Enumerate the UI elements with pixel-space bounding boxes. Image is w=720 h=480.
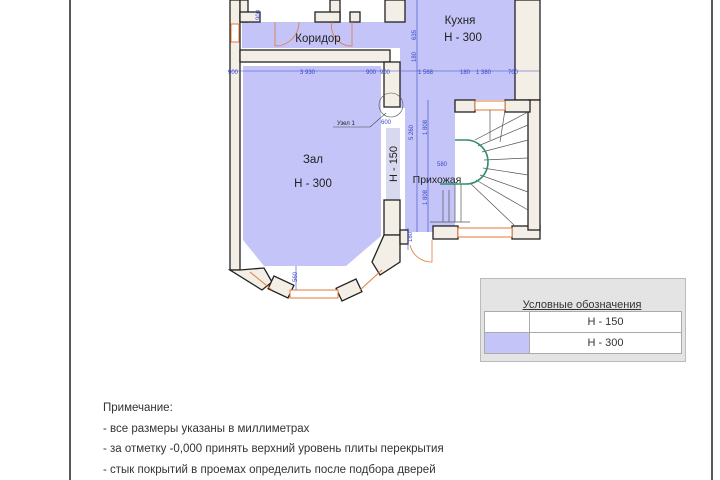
dim-label: 600	[381, 120, 392, 126]
room-name-corridor: Коридор	[295, 33, 340, 45]
kitchen-entrance-floor	[405, 0, 515, 232]
notes-title: Примечание:	[103, 402, 173, 414]
legend-title: Условные обозначения	[522, 299, 642, 311]
window	[474, 100, 506, 111]
note-item: - все размеры указаны в миллиметрах	[103, 422, 310, 435]
niche-height: H - 150	[388, 146, 400, 182]
dim-label: 180	[460, 70, 471, 76]
stair-handrail	[440, 139, 489, 185]
corridor-floor	[242, 22, 407, 48]
room-name-kitchen: Кухня	[445, 15, 476, 27]
dim-label: 635	[412, 29, 418, 40]
dim-label: 900	[256, 9, 262, 20]
note-item: - стык покрытий в проемах определить пос…	[103, 463, 436, 476]
door-swings	[274, 21, 433, 263]
dim-label: 180	[408, 231, 414, 242]
dimension-lines	[228, 0, 540, 290]
dimension-labels: 900 3 930 900 900 1 568 180 1 380 700 90…	[228, 9, 519, 282]
legend-label: H - 150	[529, 311, 682, 333]
dim-label: 900	[366, 70, 377, 76]
legend-label: H - 300	[529, 332, 682, 354]
window	[457, 227, 513, 238]
windows	[230, 23, 513, 299]
dim-label: 580	[437, 162, 448, 168]
window	[289, 289, 339, 299]
window	[230, 23, 240, 43]
dim-label: 1 808	[423, 119, 429, 135]
room-name-entrance: Прихожая	[413, 174, 462, 186]
dim-label: 900	[228, 70, 239, 76]
niche-floor	[386, 128, 400, 200]
staircase	[430, 109, 529, 227]
legend: Условные обозначения H - 150 H - 300	[480, 278, 686, 362]
walls	[227, 0, 541, 302]
note-item: - за отметку -0,000 принять верхний уров…	[103, 443, 444, 455]
dim-label: 180	[412, 51, 418, 62]
node-label: Узел 1	[337, 121, 355, 127]
dim-label: 3 930	[300, 70, 316, 76]
legend-row: H - 300	[484, 332, 682, 354]
dim-label: 1 808	[423, 189, 429, 205]
legend-swatch-h150	[484, 311, 530, 333]
dim-label: 5 260	[409, 124, 415, 140]
node-marker	[378, 92, 404, 118]
legend-table: H - 150 H - 300	[484, 311, 682, 354]
dim-label: 1 568	[418, 70, 434, 76]
dim-label: 700	[508, 70, 519, 76]
room-name-hall: Зал	[303, 154, 323, 166]
dim-label: 1 380	[476, 70, 492, 76]
window	[359, 269, 383, 291]
notes: Примечание: - все размеры указаны в милл…	[103, 398, 444, 480]
hall-floor	[243, 66, 381, 266]
window	[249, 271, 273, 291]
legend-swatch-h300	[484, 332, 530, 354]
room-height-kitchen: H - 300	[444, 32, 482, 44]
dim-label: 560	[293, 271, 299, 282]
floor-h300	[242, 0, 515, 266]
room-height-hall: H - 300	[294, 178, 332, 190]
dim-label: 900	[380, 70, 391, 76]
legend-row: H - 150	[484, 311, 682, 333]
